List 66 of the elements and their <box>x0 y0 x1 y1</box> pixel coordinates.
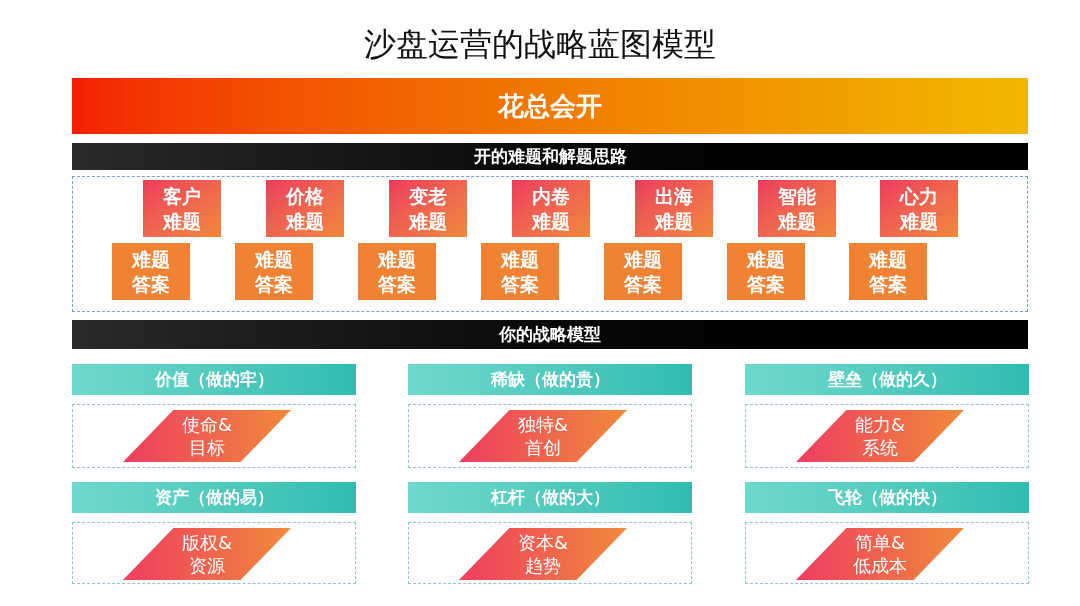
category-header <box>72 482 356 513</box>
box-label: 稀缺（做的贵） <box>490 367 610 391</box>
box-label: 你的战略模型 <box>499 322 601 346</box>
category-header <box>408 482 692 513</box>
box-label: 价格难题 <box>286 183 324 234</box>
box-label: 资产（做的易） <box>154 485 274 509</box>
parallelogram-box <box>459 528 627 580</box>
answer-box <box>604 243 682 300</box>
dashed-group-frame <box>408 522 692 584</box>
box-label: 飞轮（做的快） <box>827 485 947 509</box>
answer-box <box>358 243 436 300</box>
parallelogram-box <box>459 410 627 462</box>
problem-box <box>143 180 221 237</box>
box-label: 难题答案 <box>869 246 907 297</box>
page-title: 沙盘运营的战略蓝图模型 <box>364 24 716 65</box>
answer-box <box>481 243 559 300</box>
answer-box <box>235 243 313 300</box>
dashed-group-frame <box>72 176 1028 312</box>
problem-box <box>635 180 713 237</box>
section-band <box>72 320 1028 349</box>
box-label: 难题答案 <box>501 246 539 297</box>
dashed-group-frame <box>72 522 356 584</box>
problem-box <box>266 180 344 237</box>
dashed-group-frame <box>408 404 692 468</box>
box-label: 难题答案 <box>624 246 662 297</box>
answer-box <box>727 243 805 300</box>
category-header <box>72 364 356 395</box>
box-label: 难题答案 <box>132 246 170 297</box>
box-label: 花总会开 <box>498 89 602 123</box>
dashed-group-frame <box>745 522 1029 584</box>
box-label: 智能难题 <box>778 183 816 234</box>
box-label: 难题答案 <box>747 246 785 297</box>
parallelogram-box <box>123 528 291 580</box>
box-label: 心力难题 <box>900 183 938 234</box>
box-label: 壁垒（做的久） <box>827 367 947 391</box>
problem-box <box>389 180 467 237</box>
box-label: 使命&目标 <box>180 412 233 460</box>
category-header <box>745 364 1029 395</box>
box-label: 客户难题 <box>163 183 201 234</box>
box-label: 能力&系统 <box>853 412 906 460</box>
box-label: 难题答案 <box>378 246 416 297</box>
box-label: 变老难题 <box>409 183 447 234</box>
problem-box <box>512 180 590 237</box>
box-label: 版权&资源 <box>180 530 233 578</box>
box-label: 开的难题和解题思路 <box>473 144 627 168</box>
section-band <box>72 143 1028 170</box>
box-label: 难题答案 <box>255 246 293 297</box>
box-label: 出海难题 <box>655 183 693 234</box>
dashed-group-frame <box>745 404 1029 468</box>
dashed-group-frame <box>72 404 356 468</box>
parallelogram-box <box>796 410 964 462</box>
box-label: 简单&低成本 <box>853 530 907 578</box>
box-label: 独特&首创 <box>516 412 569 460</box>
category-header <box>408 364 692 395</box>
answer-box <box>849 243 927 300</box>
title-banner <box>72 78 1028 134</box>
parallelogram-box <box>123 410 291 462</box>
box-label: 杠杆（做的大） <box>490 485 610 509</box>
problem-box <box>758 180 836 237</box>
problem-box <box>880 180 958 237</box>
box-label: 内卷难题 <box>532 183 570 234</box>
parallelogram-box <box>796 528 964 580</box>
box-label: 价值（做的牢） <box>154 367 274 391</box>
answer-box <box>112 243 190 300</box>
box-label: 资本&趋势 <box>516 530 569 578</box>
category-header <box>745 482 1029 513</box>
